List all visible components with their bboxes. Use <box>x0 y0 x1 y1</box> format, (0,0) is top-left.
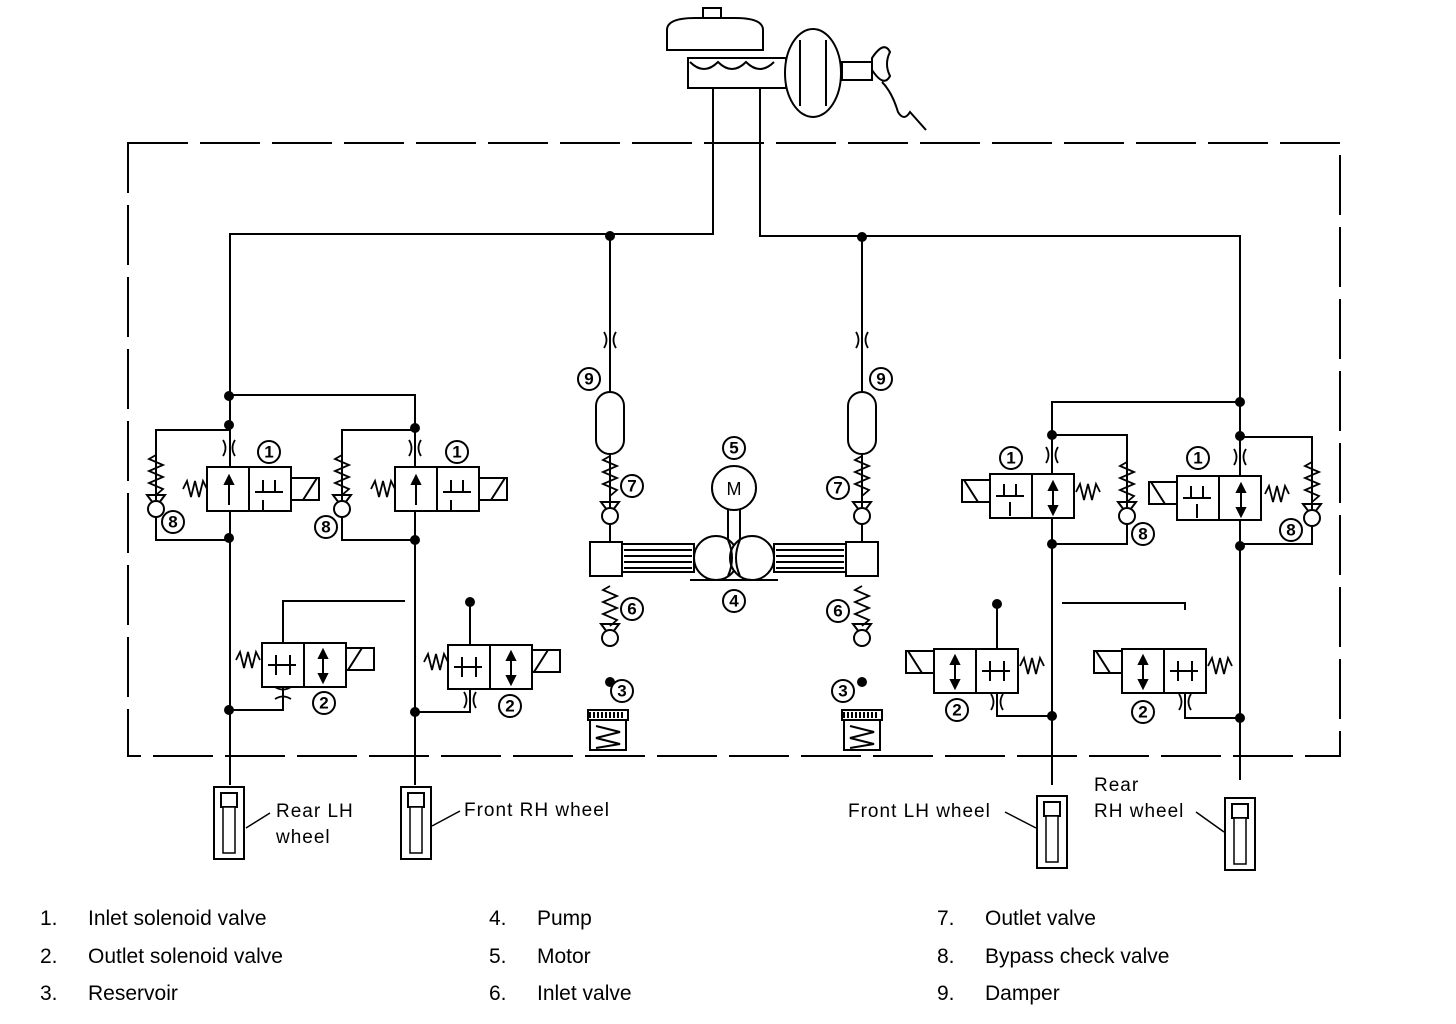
callout-6: 6 <box>833 602 842 621</box>
wheel-cylinder-front-lh <box>1036 795 1068 869</box>
reservoir-left <box>587 709 629 751</box>
callout-9: 9 <box>876 370 885 389</box>
inlet-solenoid-valve-front-lh <box>961 473 1075 519</box>
wheel-cylinder-rear-lh <box>213 786 245 860</box>
reservoir-right <box>841 709 883 751</box>
pump-assembly <box>589 465 879 581</box>
rear-rh-wheel-label-line1: Rear <box>1094 775 1139 796</box>
callout-3: 3 <box>838 682 847 701</box>
outlet-solenoid-valve-front-lh <box>905 648 1019 694</box>
master-cylinder-booster <box>666 7 927 131</box>
rear-lh-wheel-label-line1: Rear LH <box>276 801 354 822</box>
front-rh-wheel-label: Front RH wheel <box>464 800 610 821</box>
legend-item-6: 6.Inlet valve <box>489 982 632 1005</box>
callout-1: 1 <box>1193 449 1202 468</box>
callout-8: 8 <box>321 518 330 537</box>
callout-6: 6 <box>627 600 636 619</box>
callout-2: 2 <box>1138 703 1147 722</box>
wheel-cylinder-rear-rh <box>1224 797 1256 871</box>
legend-item-5: 5.Motor <box>489 945 591 968</box>
callout-7: 7 <box>627 477 636 496</box>
callout-2: 2 <box>505 697 514 716</box>
legend-item-1: 1.Inlet solenoid valve <box>40 907 267 930</box>
inlet-solenoid-valve-front-rh <box>394 466 508 512</box>
callout-1: 1 <box>264 443 273 462</box>
rear-lh-wheel-label-line2: wheel <box>275 827 331 848</box>
wheel-cylinder-front-rh <box>400 786 432 860</box>
callout-2: 2 <box>952 701 961 720</box>
callout-3: 3 <box>617 682 626 701</box>
callout-1: 1 <box>1006 449 1015 468</box>
legend-item-8: 8.Bypass check valve <box>937 945 1170 968</box>
callout-8: 8 <box>1286 521 1295 540</box>
front-lh-wheel-label: Front LH wheel <box>848 801 991 822</box>
outlet-solenoid-valve-front-rh <box>447 644 561 690</box>
legend-item-7: 7.Outlet valve <box>937 907 1096 930</box>
callout-5: 5 <box>729 439 738 458</box>
inlet-solenoid-valve-rear-lh <box>206 466 320 512</box>
callout-1: 1 <box>452 443 461 462</box>
callout-7: 7 <box>833 479 842 498</box>
legend-item-2: 2.Outlet solenoid valve <box>40 945 283 968</box>
callout-4: 4 <box>729 592 739 611</box>
outlet-solenoid-valve-rear-rh <box>1093 648 1207 694</box>
callout-8: 8 <box>1138 525 1147 544</box>
motor-symbol: M <box>727 479 742 499</box>
callout-9: 9 <box>584 370 593 389</box>
legend-item-4: 4.Pump <box>489 907 592 930</box>
callout-8: 8 <box>168 513 177 532</box>
legend-item-3: 3.Reservoir <box>40 982 178 1005</box>
callout-2: 2 <box>319 694 328 713</box>
inlet-solenoid-valve-rear-rh <box>1148 475 1262 521</box>
rear-rh-wheel-label-line2: RH wheel <box>1094 801 1184 822</box>
legend-item-9: 9.Damper <box>937 982 1060 1005</box>
outlet-solenoid-valve-rear-lh <box>261 642 375 688</box>
